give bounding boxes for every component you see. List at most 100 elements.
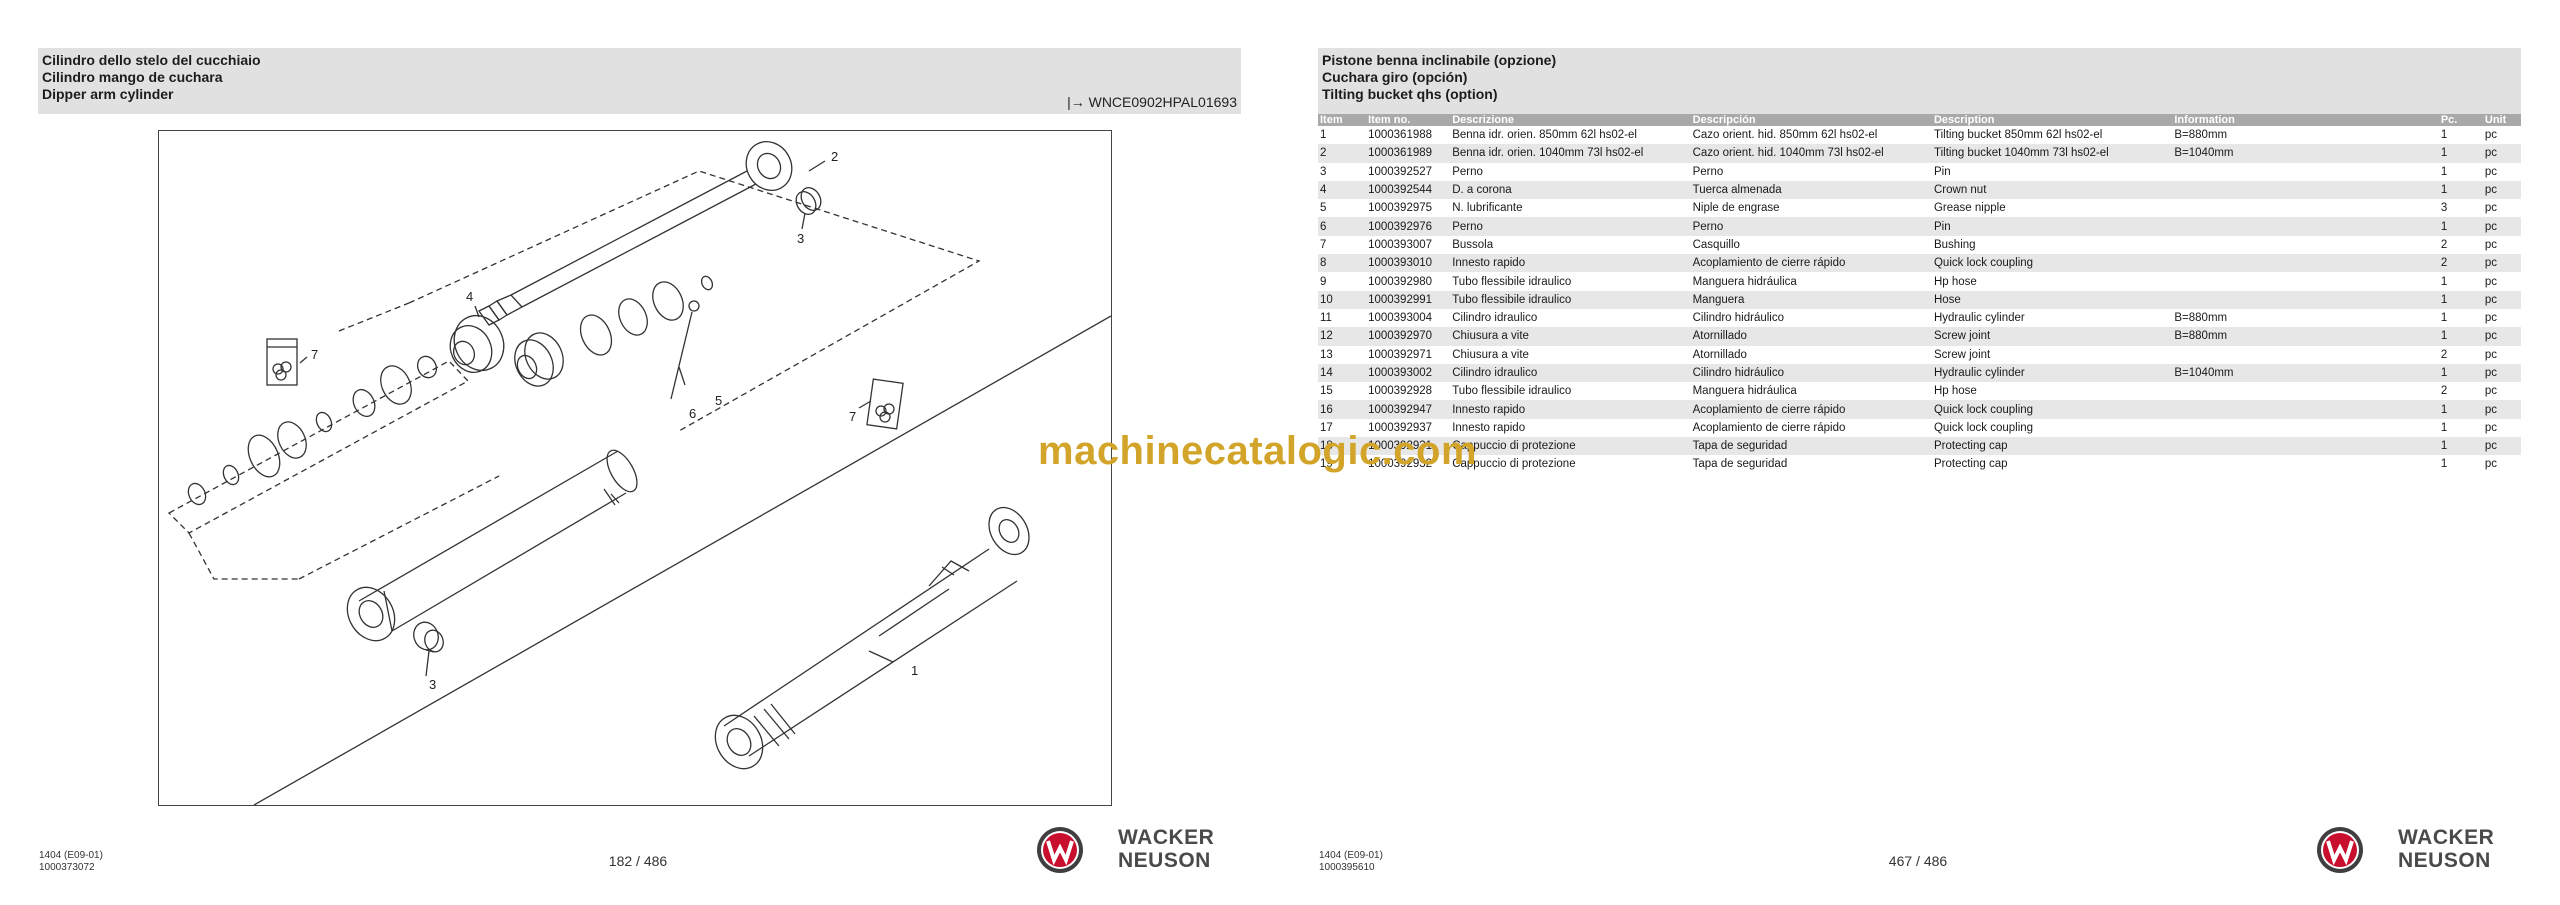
table-cell: [2172, 163, 2438, 181]
page-number: 182 / 486: [608, 853, 668, 869]
table-cell: 7: [1320, 238, 1327, 251]
table-cell: Tuerca almenada: [1690, 180, 1932, 200]
table-cell: [2172, 236, 2438, 254]
table-cell: pc: [2482, 144, 2521, 163]
table-cell: pc: [2484, 421, 2498, 434]
column-header: Item: [1318, 114, 1367, 126]
table-cell: Tapa de seguridad: [1692, 458, 1788, 471]
table-cell: 1: [2440, 421, 2448, 434]
drawing-reference: |→ WNCE0902HPAL01693: [1067, 94, 1237, 110]
table-cell: Hydraulic cylinder: [1931, 363, 2173, 383]
callout-3: 3: [429, 677, 437, 692]
wacker-neuson-emblem-icon: [1037, 827, 1083, 873]
table-cell: 11: [1320, 312, 1332, 325]
table-cell: Perno: [1452, 165, 1483, 178]
table-cell: 1000392991: [1366, 290, 1451, 309]
footer-code: 1404 (E09-01) 1000395610: [1319, 850, 1383, 873]
table-cell: 13: [1320, 348, 1333, 361]
table-cell: Innesto rapido: [1452, 421, 1526, 434]
table-cell: pc: [2484, 238, 2498, 251]
table-cell: Atornillado: [1692, 348, 1747, 361]
table-cell: Atornillado: [1690, 327, 1932, 346]
brand-name: WACKER NEUSON: [2398, 826, 2495, 872]
table-cell: [2172, 437, 2439, 456]
table-cell: B=880mm: [2172, 327, 2439, 346]
title-italian: Cilindro dello stelo del cucchiaio: [42, 52, 261, 68]
table-cell: 1: [1320, 129, 1327, 142]
table-cell: pc: [2484, 129, 2498, 142]
table-cell: 1: [2440, 165, 2448, 178]
table-cell: 1: [2438, 437, 2483, 456]
table-cell: Cilindro idraulico: [1452, 312, 1538, 325]
table-cell: Perno: [1692, 165, 1724, 178]
table-cell: Quick lock coupling: [1933, 421, 2034, 434]
parts-table: Item Item no. Descrizione Descripción De…: [1318, 114, 2521, 474]
table-cell: Quick lock coupling: [1931, 400, 2173, 419]
table-cell: pc: [2482, 400, 2521, 419]
table-cell: 2: [2440, 348, 2448, 361]
watermark-text: machinecatalogic.com: [1038, 429, 1478, 473]
table-cell: Cilindro hidráulico: [1690, 363, 1932, 383]
table-cell: 19: [1320, 458, 1333, 471]
table-cell: 1: [2438, 180, 2483, 200]
table-cell: B=880mm: [2174, 312, 2228, 325]
right-page: Pistone benna inclinabile (opzione) Cuch…: [1280, 0, 2560, 905]
table-cell: 1: [2438, 363, 2483, 383]
title-english: Tilting bucket qhs (option): [1322, 86, 1498, 102]
table-cell: Screw joint: [1931, 327, 2173, 346]
table-cell: B=1040mm: [2172, 363, 2439, 383]
table-cell: pc: [2484, 275, 2498, 288]
table-cell: Hp hose: [1933, 385, 1977, 398]
table-cell: 1: [2440, 275, 2448, 288]
table-cell: Perno: [1450, 217, 1691, 236]
table-cell: Innesto rapido: [1450, 254, 1691, 273]
table-cell: 1000392970: [1366, 327, 1451, 346]
left-page: Cilindro dello stelo del cucchiaio Cilin…: [38, 48, 1246, 876]
table-cell: Tilting bucket 850mm 62l hs02-el: [1933, 129, 2103, 142]
table-cell: pc: [2484, 348, 2498, 361]
table-cell: 1000393002: [1366, 363, 1451, 383]
table-cell: Benna idr. orien. 1040mm 73l hs02-el: [1450, 144, 1691, 163]
table-cell: Protecting cap: [1933, 458, 2008, 471]
table-cell: Innesto rapido: [1450, 400, 1691, 419]
table-cell: 8: [1318, 254, 1367, 273]
table-cell: 1000361988: [1368, 129, 1433, 142]
table-cell: 1000392937: [1368, 421, 1433, 434]
table-cell: 1: [2440, 312, 2448, 325]
table-cell: pc: [2482, 363, 2521, 383]
table-cell: 1000392928: [1368, 385, 1433, 398]
wacker-neuson-logo: WACKER NEUSON: [1036, 826, 1246, 876]
table-cell: pc: [2482, 254, 2521, 273]
table-cell: Quick lock coupling: [1931, 254, 2173, 273]
table-cell: pc: [2482, 290, 2521, 309]
table-cell: Pin: [1931, 217, 2173, 236]
table-cell: Chiusura a vite: [1450, 327, 1691, 346]
table-cell: 1000393010: [1366, 254, 1451, 273]
table-cell: N. lubrificante: [1452, 202, 1523, 215]
page-header: Pistone benna inclinabile (opzione) Cuch…: [1318, 48, 2521, 114]
table-cell: 15: [1320, 385, 1333, 398]
table-cell: 6: [1318, 217, 1367, 236]
table-cell: B=880mm: [2174, 129, 2228, 142]
table-cell: Tubo flessibile idraulico: [1452, 275, 1572, 288]
table-cell: Cilindro hidráulico: [1692, 312, 1784, 325]
table-cell: Cilindro idraulico: [1450, 363, 1691, 383]
footer-code: 1404 (E09-01) 1000373072: [39, 850, 103, 873]
table-cell: Acoplamiento de cierre rápido: [1692, 421, 1846, 434]
cylinder-illustration: [167, 141, 1111, 805]
table-cell: Grease nipple: [1933, 202, 2006, 215]
column-header: Item no.: [1366, 114, 1451, 126]
